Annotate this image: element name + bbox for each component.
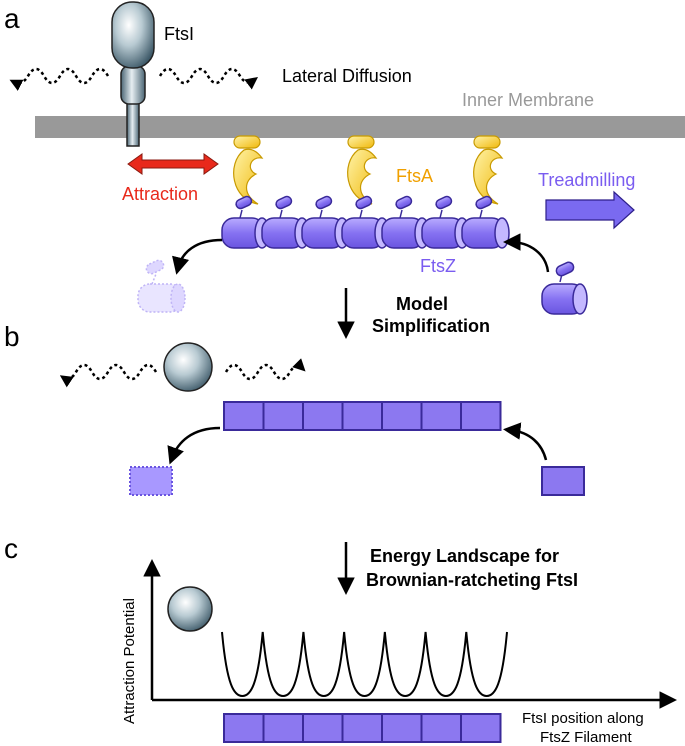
ftsi-label: FtsI (164, 24, 194, 44)
panel-c-letter: c (4, 533, 18, 564)
diffusion-squiggle-left (59, 363, 158, 388)
ftsz-box-subunit (381, 713, 423, 743)
model-simplification-line2: Simplification (372, 316, 490, 336)
diffusion-squiggle-right (158, 67, 259, 90)
model-simplification-line1: Model (396, 294, 448, 314)
x-axis-label-line2: FtsZ Filament (540, 729, 633, 746)
departing-subunit-simplified (129, 466, 173, 496)
ftsz-box-subunit (381, 401, 423, 431)
lateral-diffusion-label: Lateral Diffusion (282, 66, 412, 86)
y-axis-label: Attraction Potential (121, 598, 138, 724)
diffusion-squiggle-right (224, 358, 306, 381)
arriving-subunit-simplified (541, 466, 585, 496)
polymerization-arrow (503, 233, 550, 273)
ftsz-box-subunit (341, 713, 383, 743)
departing-ftsz-subunit (137, 259, 186, 313)
energy-landscape-title-line2: Brownian-ratcheting FtsI (366, 570, 578, 590)
ftsz-box-subunit (302, 401, 344, 431)
polymerization-arrow (503, 422, 548, 461)
inner-membrane (35, 116, 685, 138)
panel-a-letter: a (4, 3, 20, 34)
ftsz-filament-simplified (223, 401, 502, 431)
ftsz-box-subunit (420, 713, 462, 743)
ftsi-particle (167, 586, 213, 632)
ftsz-box-subunit (460, 401, 502, 431)
ftsa-protein (347, 135, 378, 205)
ftsz-box-subunit (420, 401, 462, 431)
ftsz-box-subunit (223, 713, 265, 743)
depolymerization-arrow (167, 426, 221, 465)
ftsz-box-subunit (302, 713, 344, 743)
ftsz-box-subunit (460, 713, 502, 743)
ftsa-protein (473, 135, 504, 205)
ftsz-label: FtsZ (420, 256, 456, 276)
arriving-ftsz-subunit (541, 261, 588, 315)
treadmilling-label: Treadmilling (538, 170, 635, 190)
attraction-potential-curve (221, 631, 508, 698)
ftsz-box-subunit (262, 401, 304, 431)
depolymerization-arrow (172, 238, 223, 275)
ftsz-filament-reference (223, 713, 502, 743)
energy-landscape-title-line1: Energy Landscape for (370, 546, 559, 566)
ftsz-box-subunit (223, 401, 265, 431)
ftsi-particle (163, 342, 213, 392)
ftsz-filament (221, 195, 510, 249)
attraction-label: Attraction (122, 184, 198, 204)
ftsa-label: FtsA (396, 166, 433, 186)
attraction-arrow (127, 153, 219, 175)
treadmilling-arrow (545, 190, 635, 230)
panel-b-letter: b (4, 321, 20, 352)
ftsa-protein (233, 135, 264, 205)
ftsi-molecule (111, 1, 155, 147)
x-axis-label-line1: FtsI position along (522, 710, 644, 727)
ftsz-box-subunit (341, 401, 383, 431)
ftsz-subunit (301, 195, 350, 249)
ftsz-box-subunit (262, 713, 304, 743)
inner-membrane-label: Inner Membrane (462, 90, 594, 110)
ftsz-subunit (461, 195, 510, 249)
diffusion-squiggle-left (9, 67, 110, 91)
